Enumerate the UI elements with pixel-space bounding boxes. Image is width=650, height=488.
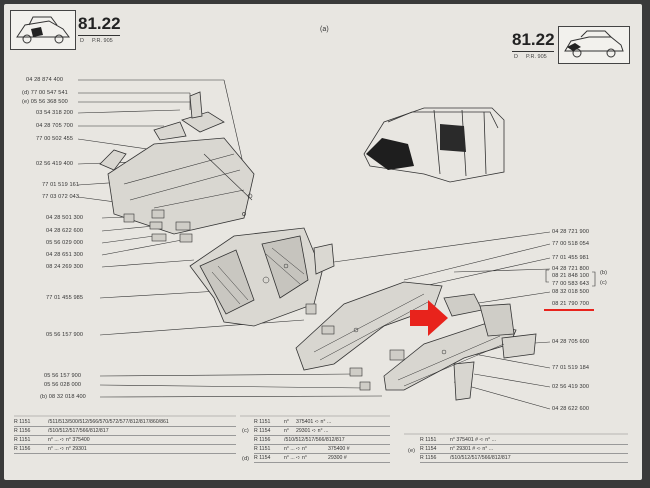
part-label-left-2: (e) 05 56 368 500	[22, 99, 68, 105]
part-label-left-0: 04 28 874 400	[26, 77, 64, 83]
part-label-left-14: 77 01 455 985	[46, 295, 84, 301]
part-label-left-4: 04 28 705 700	[36, 123, 74, 129]
part-label-left-6: 02 56 419 400	[36, 161, 74, 167]
table-row: R 1151/511/513/500/512/566/570/572/577/8…	[14, 418, 236, 427]
part-label-left-13: 08 24 269 300	[46, 264, 84, 270]
part-label-left-18: (b) 08 32 018 400	[40, 394, 86, 400]
table-tag-e: (e)	[408, 448, 416, 454]
part-label-right-11: 04 28 622 600	[552, 406, 590, 412]
page-sub-pr-right: P.R. 905	[526, 54, 547, 60]
bracket-tag-b: (b)	[600, 270, 608, 276]
header-rule-right	[512, 51, 554, 52]
car-thumbnail-left	[10, 10, 76, 50]
part-label-right-3: 04 28 721 800	[552, 266, 590, 272]
front-panel-assembly	[99, 91, 255, 235]
part-label-right-7-highlighted: 08 21 790 700	[552, 301, 590, 307]
page-code-left: 81.22	[78, 14, 121, 33]
part-label-right-8: 04 28 705 600	[552, 339, 590, 345]
center-tag: (a)	[320, 26, 329, 33]
part-label-left-11: 05 56 029 000	[46, 240, 84, 246]
table-row: R 1156/510/512/517/566/812/817	[14, 427, 236, 436]
part-label-left-12: 04 28 651 300	[46, 252, 84, 258]
part-label-left-15: 05 56 157 900	[46, 332, 84, 338]
part-label-left-8: 77 03 072 043	[42, 194, 80, 200]
part-label-left-5: 77 00 502 455	[36, 136, 74, 142]
car-overview-shaded-area	[366, 138, 414, 170]
part-label-left-3: 03 54 318 200	[36, 110, 74, 116]
car-outline-icon	[16, 16, 70, 44]
part-label-left-1: (d) 77 00 547 541	[22, 90, 68, 96]
variant-table-1: R 1151/511/513/500/512/566/570/572/577/8…	[14, 418, 236, 454]
parts-catalog-page: 81.22 D P.R. 905 (a) 81.22 D P.R. 905	[4, 4, 642, 480]
part-label-left-16: 05 56 157 900	[44, 373, 82, 379]
part-label-right-5: 77 00 583 643	[552, 281, 590, 287]
bracket-tag-c: (c)	[600, 280, 607, 286]
page-sub-d-left: D	[80, 38, 84, 44]
part-label-left-7: 77 01 519 161	[42, 182, 80, 188]
part-label-right-9: 77 01 519 184	[552, 365, 590, 371]
car-thumbnail-right	[558, 26, 630, 64]
floor-engine-bay-assembly	[189, 227, 335, 327]
page-sub-d-right: D	[514, 54, 518, 60]
part-label-right-1: 77 00 518 054	[552, 241, 590, 247]
part-label-left-9: 04 28 501 300	[46, 215, 84, 221]
part-label-left-10: 04 28 622 600	[46, 228, 84, 234]
highlight-arrow-icon	[410, 300, 448, 336]
page-code-right: 81.22	[512, 30, 555, 49]
table-row: R 1156/510/512/517/566/812/817	[254, 436, 390, 445]
part-label-left-17: 05 56 028 000	[44, 382, 82, 388]
part-label-right-0: 04 28 721 900	[552, 229, 590, 235]
table-row: R 1156/510/512/517/566/812/817	[420, 454, 628, 463]
table-tag-d: (d)	[242, 456, 250, 462]
table-tag-c: (c)	[242, 428, 249, 434]
exploded-body-diagram	[14, 79, 628, 435]
part-label-right-4: 08 21 848 100	[552, 273, 590, 279]
part-label-right-6: 08 32 018 500	[552, 289, 590, 295]
car-outline-icon	[564, 30, 624, 58]
part-label-right-2: 77 01 455 981	[552, 255, 590, 261]
header-rule-left	[78, 35, 120, 36]
page-sub-pr-left: P.R. 905	[92, 38, 113, 44]
part-label-right-10: 02 56 419 300	[552, 384, 590, 390]
